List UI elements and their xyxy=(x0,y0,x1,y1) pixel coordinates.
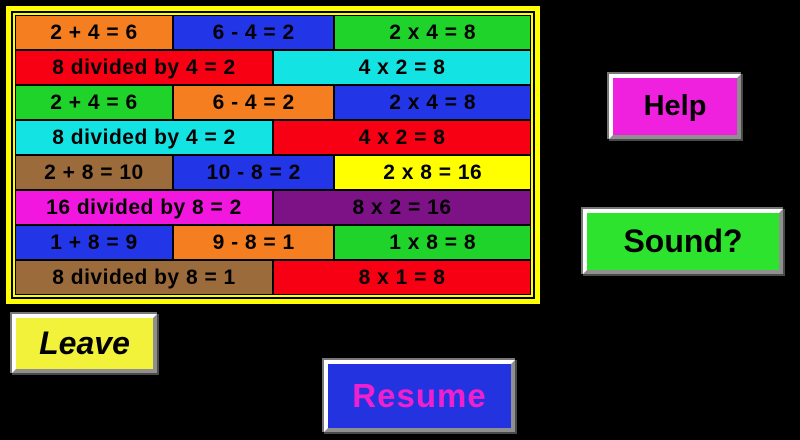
leave-button[interactable]: Leave xyxy=(12,314,157,373)
equation-cell[interactable]: 1 + 8 = 9 xyxy=(15,225,173,260)
equation-cell[interactable]: 8 divided by 4 = 2 xyxy=(15,120,273,155)
equation-cell[interactable]: 6 - 4 = 2 xyxy=(172,15,335,50)
equation-cell[interactable]: 1 x 8 = 8 xyxy=(334,225,531,260)
equation-cell[interactable]: 2 x 8 = 16 xyxy=(334,155,531,190)
equation-cell[interactable]: 4 x 2 = 8 xyxy=(273,50,531,85)
equation-cell[interactable]: 8 x 2 = 16 xyxy=(273,190,531,225)
resume-button[interactable]: Resume xyxy=(324,360,515,432)
equation-cell[interactable]: 6 - 4 = 2 xyxy=(172,85,335,120)
equation-cell[interactable]: 8 divided by 8 = 1 xyxy=(15,260,273,295)
equation-cell[interactable]: 10 - 8 = 2 xyxy=(172,155,335,190)
equation-cell[interactable]: 8 x 1 = 8 xyxy=(273,260,531,295)
equation-cell[interactable]: 2 x 4 = 8 xyxy=(334,85,531,120)
equation-cell[interactable]: 2 + 8 = 10 xyxy=(15,155,173,190)
equation-cell[interactable]: 9 - 8 = 1 xyxy=(172,225,335,260)
equation-cell[interactable]: 16 divided by 8 = 2 xyxy=(15,190,273,225)
sound-button[interactable]: Sound? xyxy=(583,209,783,274)
equation-cell[interactable]: 2 + 4 = 6 xyxy=(15,15,173,50)
equation-cell[interactable]: 2 + 4 = 6 xyxy=(15,85,173,120)
equation-cell[interactable]: 8 divided by 4 = 2 xyxy=(15,50,273,85)
equation-cell[interactable]: 4 x 2 = 8 xyxy=(273,120,531,155)
help-button[interactable]: Help xyxy=(609,74,741,139)
equation-cell[interactable]: 2 x 4 = 8 xyxy=(334,15,531,50)
